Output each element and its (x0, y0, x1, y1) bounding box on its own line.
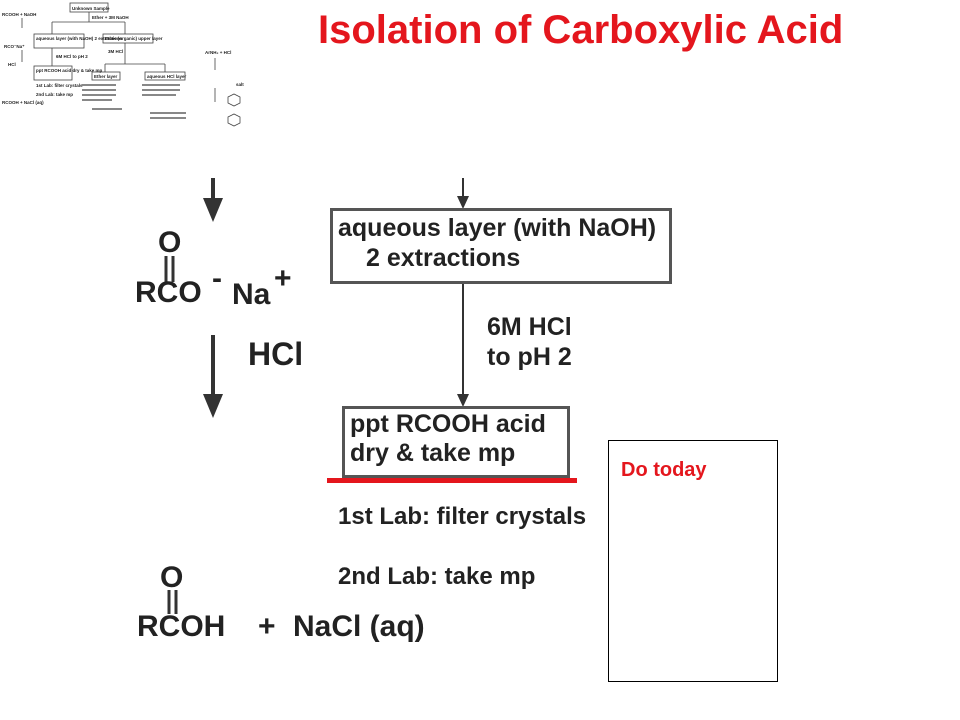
thumb-small-print (82, 84, 186, 119)
product-carbonyl-oxygen: O (160, 561, 184, 594)
thumb-hcl: HCl (8, 62, 16, 67)
slide-title: Isolation of Carboxylic Acid (318, 8, 844, 52)
aqueous-layer-line2: 2 extractions (366, 244, 521, 272)
salt-negative-charge: - (212, 262, 222, 295)
thumb-product: RCOOH + NaCl (aq) (2, 100, 44, 105)
acid-reagent-line2: to pH 2 (487, 343, 572, 371)
product-acid-label: RCOH (137, 610, 226, 643)
flowchart-thumbnail: Unknown Sample RCOOH + NaOH Ether + 3M N… (2, 2, 244, 127)
thumb-acid-reagent: 6M HCl to pH 2 (56, 54, 88, 59)
thumb-ether-box: Ether (organic) upper layer (105, 36, 163, 41)
thumb-benzene-rings-icon (227, 93, 241, 127)
right-down-arrow-middle (457, 281, 469, 407)
left-down-arrow-bottom (203, 335, 223, 418)
thumb-aqueous-hcl: aqueous HCl layer (147, 74, 187, 79)
do-today-note-box: Do today (608, 440, 778, 682)
product-plus-sign: + (258, 610, 276, 643)
thumb-ether-layer: Ether layer (94, 74, 118, 79)
hcl-reagent-label: HCl (248, 336, 304, 372)
precipitate-line2: dry & take mp (350, 439, 516, 467)
lab2-step: 2nd Lab: take mp (338, 563, 536, 590)
do-today-label: Do today (621, 459, 707, 481)
do-today-highlight-line (327, 478, 577, 483)
acid-reagent-line1: 6M HCl (487, 313, 572, 341)
precipitate-line1: ppt RCOOH acid (350, 410, 546, 438)
right-down-arrow-top (457, 178, 469, 209)
salt-carbonyl-bond (164, 256, 175, 282)
aqueous-layer-line1: aqueous layer (with NaOH) (338, 214, 657, 242)
salt-cation-label: Na (232, 278, 271, 311)
thumb-ppt-box: ppt RCOOH acid dry & take mp (36, 68, 103, 73)
left-down-arrow-top (203, 178, 223, 222)
product-salt-label: NaCl (aq) (293, 610, 425, 643)
salt-carbonyl-oxygen: O (158, 226, 182, 259)
thumb-salt: salt (236, 82, 244, 87)
salt-group-label: RCO (135, 276, 202, 309)
thumb-salt-label: RCO⁻Na⁺ (4, 44, 25, 49)
thumb-lab1: 1st Lab: filter crystals (36, 83, 83, 88)
thumb-reagent-left: RCOOH + NaOH (2, 12, 36, 17)
thumb-aqueous-box: aqueous layer (with NaOH) 2 extractions (36, 36, 123, 41)
lab1-step: 1st Lab: filter crystals (338, 503, 587, 530)
thumb-lab2: 2nd Lab: take mp (36, 92, 73, 97)
salt-positive-charge: + (274, 262, 292, 295)
thumb-ether-reagent: 3M HCl (108, 49, 123, 54)
thumb-unknown-sample: Unknown Sample (72, 6, 110, 11)
thumb-reagent-top: Ether + 3M NaOH (92, 15, 129, 20)
product-carbonyl-bond (167, 590, 178, 614)
aqueous-layer-box (330, 208, 672, 284)
precipitate-box (342, 406, 570, 478)
thumb-amine: ArNH₂ + HCl (205, 50, 231, 55)
